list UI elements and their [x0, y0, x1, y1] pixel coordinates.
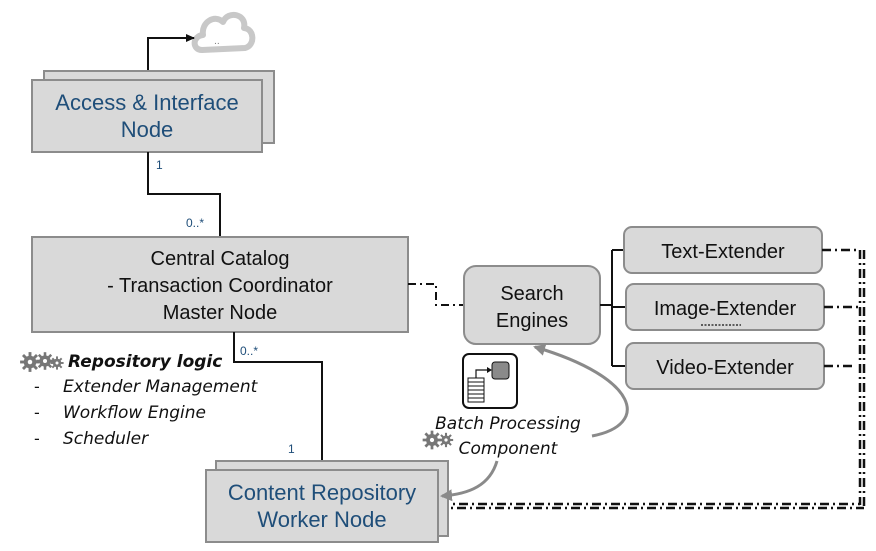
repository-logic-item: Extender Management: [63, 377, 259, 397]
video-extender-node: Video-Extender: [625, 342, 825, 390]
image-extender-node: Image-Extender: [625, 283, 825, 331]
multiplicity-central-bottom: 0..*: [240, 344, 258, 358]
batch-component-icon: [462, 353, 518, 409]
repository-logic-title: Repository logic: [68, 352, 222, 372]
bullet-3: -: [34, 429, 40, 448]
search-node-label-line1: Search: [500, 283, 563, 305]
batch-label-line1: Batch Processing: [435, 414, 581, 434]
content-node-label-line1: Content Repository: [228, 480, 416, 505]
gear-icon: [20, 352, 64, 372]
search-node-label-line2: Engines: [496, 310, 568, 332]
svg-text:..: ..: [214, 37, 220, 47]
batch-to-content-arrow: [440, 460, 499, 502]
text-extender-node: Text-Extender: [623, 226, 823, 274]
multiplicity-content-top: 1: [288, 442, 295, 456]
content-node-label-line2: Worker Node: [257, 507, 386, 532]
bullet-2: -: [34, 403, 40, 422]
access-to-central-connector: [147, 152, 221, 237]
repository-logic-section: Repository logic - Extender Management -…: [20, 352, 259, 449]
central-to-content-connector: [233, 332, 323, 470]
access-node-label-line2: Node: [121, 117, 174, 142]
repository-logic-item: Scheduler: [63, 429, 149, 449]
central-node-label-line3: Master Node: [163, 302, 278, 324]
access-node-label-line1: Access & Interface: [55, 90, 238, 115]
image-extender-label: Image-Extender: [654, 298, 797, 320]
extenders-to-content-connector: [438, 248, 866, 510]
batch-label-line2: Component: [459, 439, 559, 459]
content-repository-node: Content Repository Worker Node: [205, 460, 449, 543]
repository-logic-item: Workflow Engine: [63, 403, 206, 423]
central-node-label-line2: - Transaction Coordinator: [107, 275, 333, 297]
multiplicity-access-bottom: 1: [156, 158, 163, 172]
central-catalog-node: Central Catalog - Transaction Coordinato…: [31, 236, 409, 333]
search-to-extenders-connector: [600, 249, 626, 367]
multiplicity-central-top: 0..*: [186, 216, 204, 230]
access-to-cloud-connector: [147, 34, 195, 80]
batch-to-search-arrow: [533, 344, 629, 438]
text-extender-label: Text-Extender: [661, 241, 785, 263]
bullet-1: -: [34, 377, 40, 396]
access-interface-node: Access & Interface Node: [31, 70, 275, 153]
central-node-label-line1: Central Catalog: [151, 248, 290, 270]
central-to-search-connector: [408, 283, 464, 306]
search-engines-node: Search Engines: [463, 265, 601, 345]
video-extender-label: Video-Extender: [656, 357, 794, 379]
cloud-icon: ..: [191, 11, 256, 53]
